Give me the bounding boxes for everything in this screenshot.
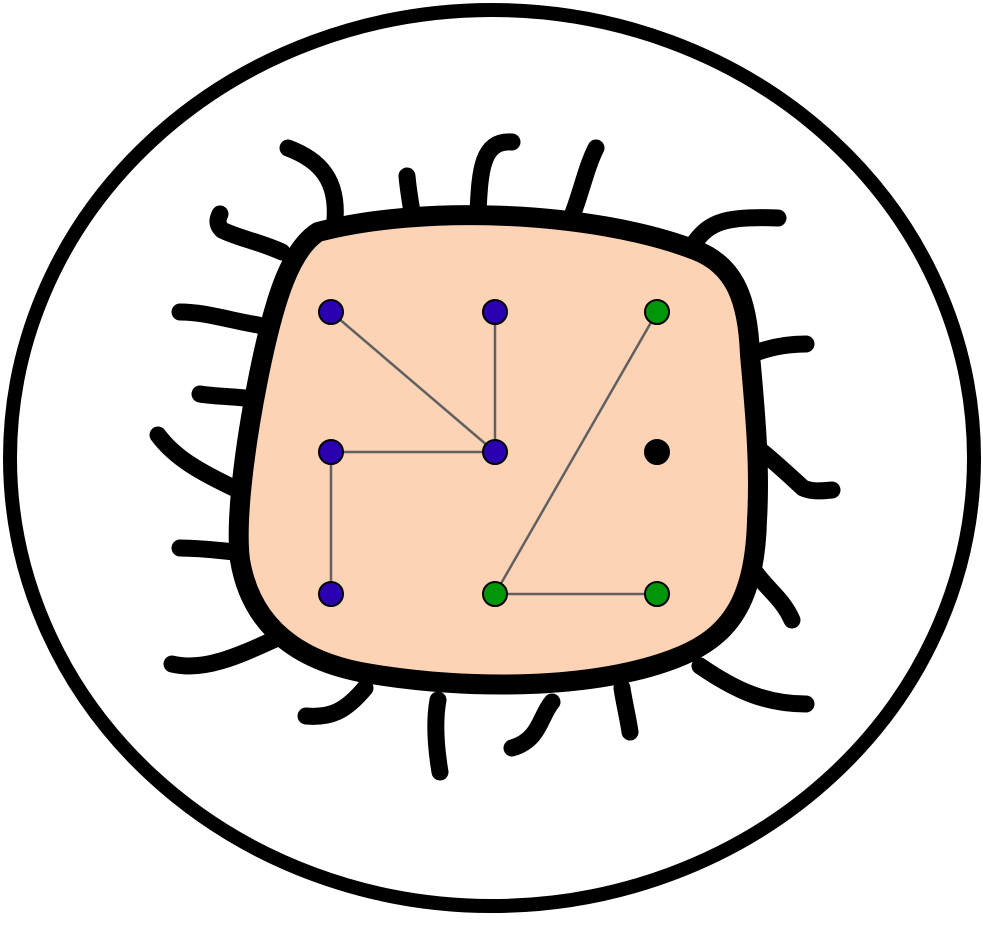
hair [149,426,247,499]
node-h [482,581,508,607]
node-a [318,299,344,325]
edge-c-h [493,310,659,596]
node-c [644,299,670,325]
node-i [644,581,670,607]
edge-a-e [329,310,497,454]
nodes [318,299,670,607]
hair [691,657,815,713]
hair [749,335,815,361]
hair [191,385,254,407]
hair [398,167,421,221]
hair [171,303,267,334]
hairs [149,133,841,781]
hair [279,139,344,229]
node-g [318,581,344,607]
hair [297,679,374,725]
hair [613,679,639,741]
hair [563,139,605,225]
node-e [482,439,508,465]
hair [751,441,841,500]
hair [503,693,561,757]
node-f [644,439,670,465]
hair [163,627,291,675]
edges [329,310,659,596]
node-d [318,439,344,465]
node-b [482,299,508,325]
hair [469,133,521,221]
hair [209,205,291,261]
hair [686,209,787,251]
hair [427,691,449,781]
hair [171,539,244,561]
